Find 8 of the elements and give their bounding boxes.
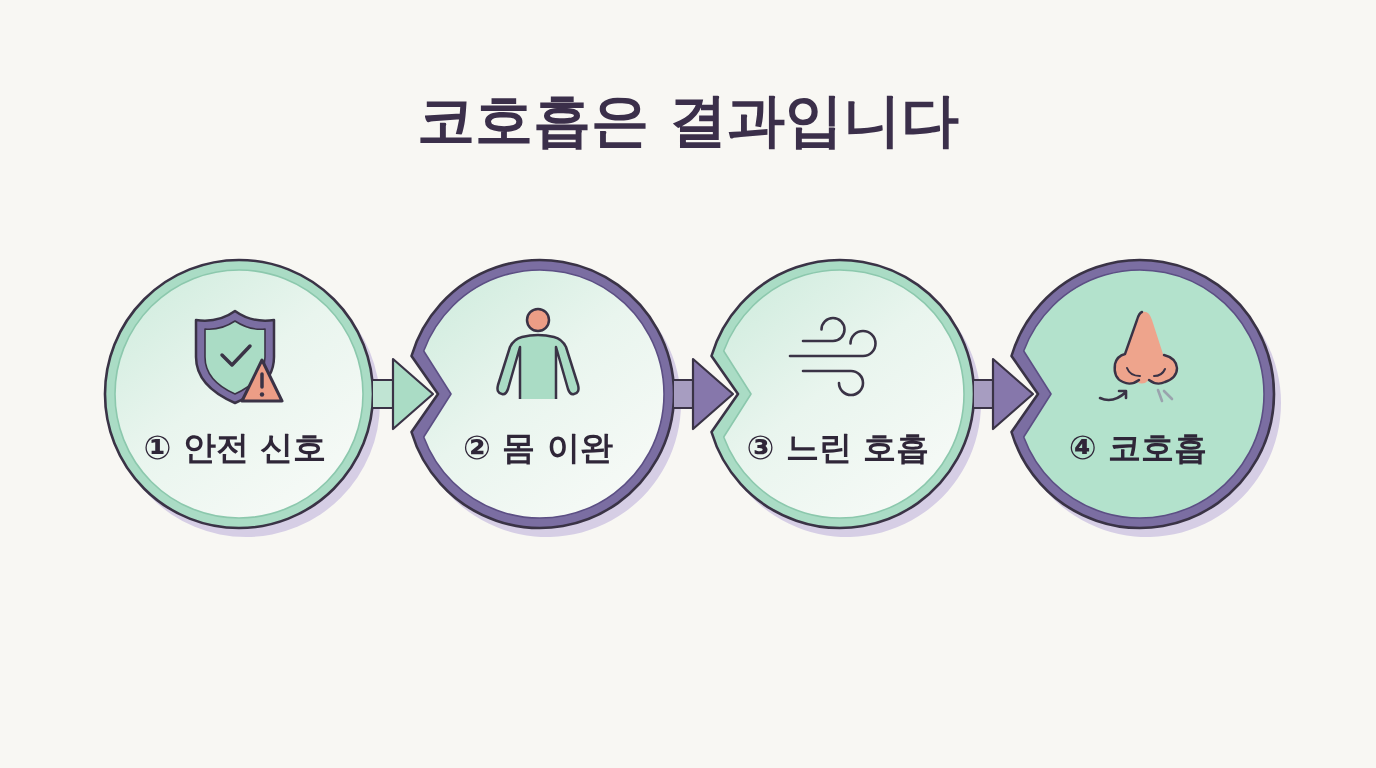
step-circle — [102, 257, 383, 540]
step-label: ② 몸 이완 — [463, 429, 613, 467]
arrow — [674, 357, 735, 431]
step-label: ① 안전 신호 — [143, 429, 327, 467]
title: 코호흡은 결과입니다 — [416, 86, 960, 156]
arrow — [373, 357, 435, 431]
step-label: ③ 느린 호흡 — [746, 429, 930, 467]
step-label: ④ 코호흡 — [1068, 429, 1208, 467]
